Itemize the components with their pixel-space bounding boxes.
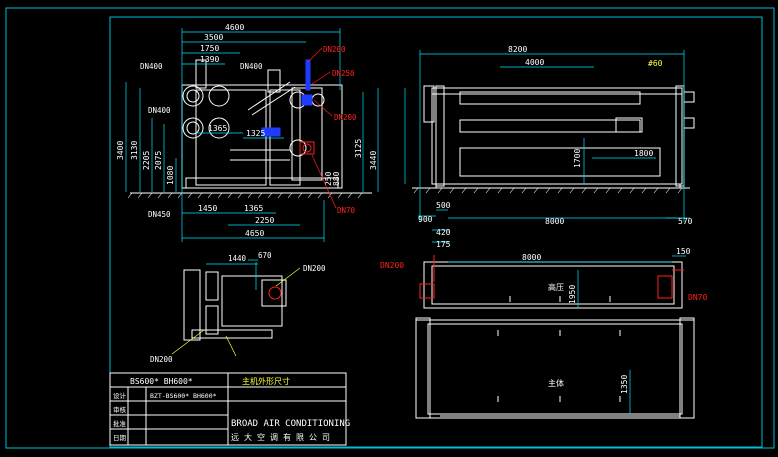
dim-text: 2075: [154, 151, 163, 170]
dim-text: 900: [418, 215, 433, 224]
dim-text: 1080: [166, 166, 175, 185]
dim-text: 1390: [200, 55, 219, 64]
front-view-pipe-labels: DN400 DN400 DN450 DN200 DN250 DN200 DN70…: [140, 45, 357, 219]
row-label: 日期: [113, 434, 127, 442]
pipe-label: DN200: [303, 264, 326, 273]
detail-view-leaders: [171, 267, 301, 357]
dim-text: 1700: [573, 149, 582, 168]
pipe-label: DN400: [140, 62, 163, 71]
dim-text: 670: [258, 251, 272, 260]
pipe-label: DN450: [148, 210, 171, 219]
detail-view-texts: 1440 670 DN200 DN200: [150, 251, 326, 364]
dim-text: 1365: [244, 204, 263, 213]
company-cn: 远大空调有限公司: [231, 432, 335, 442]
pipe-label-red: DN250: [332, 69, 355, 78]
dim-text: 1440: [228, 254, 247, 263]
top-view: [415, 261, 695, 419]
model-code: BZT-BS600* BH600*: [150, 392, 217, 400]
pipe-label-red: DN200: [380, 261, 404, 270]
inner-frame: [109, 16, 763, 448]
dim-text: 1365: [208, 124, 227, 133]
company-en: BROAD AIR CONDITIONING: [231, 419, 350, 429]
dim-text: 880: [332, 171, 341, 186]
dim-text: 3400: [116, 141, 125, 160]
side-view: [412, 85, 695, 194]
pipe-label-red: DN70: [337, 206, 356, 215]
dim-text: 1450: [198, 204, 217, 213]
dim-text: 1950: [568, 285, 577, 304]
dim-text: 3130: [130, 141, 139, 160]
dim-text: 4600: [225, 23, 244, 32]
section-label: 高压: [548, 282, 564, 292]
front-view-dim-texts: 4600 3500 1750 1390 1365 1325 1450 1365 …: [116, 23, 378, 238]
side-view-dim-texts: 8200 4000 #60 1800 1700 500 900 8000 570: [418, 45, 693, 226]
dim-text: 150: [676, 247, 691, 256]
dim-text: 8200: [508, 45, 527, 54]
title-block: [109, 372, 347, 446]
dim-text: 250: [324, 171, 333, 186]
dim-text: 4650: [245, 229, 264, 238]
detail-view: [183, 269, 287, 341]
dim-text: 1350: [620, 375, 629, 394]
pipe-label: DN400: [240, 62, 263, 71]
dim-text: 8000: [545, 217, 564, 226]
dim-text: 8000: [522, 253, 541, 262]
dim-text: 3440: [369, 151, 378, 170]
dim-text: 175: [436, 240, 451, 249]
dim-text: 2250: [255, 216, 274, 225]
pipe-label-red: DN200: [323, 45, 346, 54]
pipe-label: DN400: [148, 106, 171, 115]
drawing-title: 主机外形尺寸: [242, 376, 290, 386]
dim-text: 4000: [525, 58, 544, 67]
pipe-label-red: DN70: [688, 293, 707, 302]
dim-text: 420: [436, 228, 451, 237]
row-label: 设计: [113, 391, 127, 400]
title-block-texts: BS600* BH600* 主机外形尺寸 BZT-BS600* BH600* B…: [113, 376, 350, 442]
outer-frame: [5, 7, 775, 449]
dim-text: 2205: [142, 151, 151, 170]
dim-text: #60: [648, 59, 663, 68]
row-label: 批准: [113, 419, 127, 428]
section-label: 主体: [548, 378, 564, 388]
top-view-dimensions: [432, 229, 686, 414]
dim-text: 1325: [246, 129, 265, 138]
pipe-label: DN200: [150, 355, 173, 364]
detail-view-dimensions: [206, 259, 258, 290]
dim-text: 570: [678, 217, 693, 226]
front-view-dimensions: [125, 28, 379, 242]
dim-text: 3125: [354, 139, 363, 158]
dim-text: 500: [436, 201, 451, 210]
model-line: BS600* BH600*: [130, 377, 193, 386]
pipe-label-red: DN200: [334, 113, 357, 122]
row-label: 审核: [113, 405, 127, 414]
dim-text: 1800: [634, 149, 653, 158]
top-view-red-pipes: [419, 255, 684, 299]
top-view-texts: 420 175 8000 150 1950 1350 DN200 DN70 高压…: [380, 228, 707, 394]
side-view-dimensions: [404, 50, 690, 222]
dim-text: 1750: [200, 44, 219, 53]
dim-text: 3500: [204, 33, 223, 42]
front-view-leaders: [307, 47, 337, 209]
